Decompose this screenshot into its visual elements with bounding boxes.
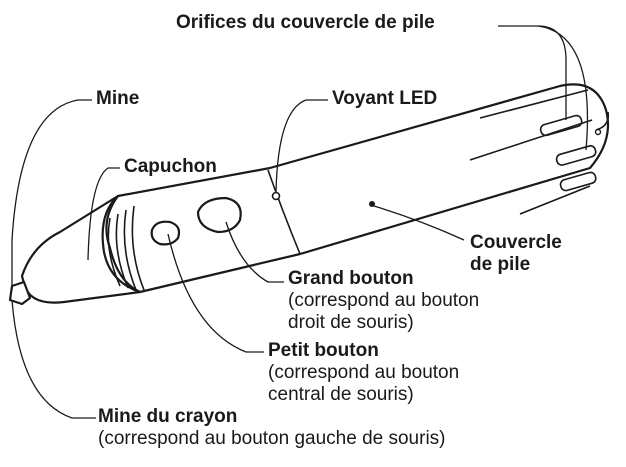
label-battery-holes-text: Orifices du couvercle de pile [176,12,435,33]
pen-illustration [8,83,610,306]
label-big-button-desc-line1: (correspond au bouton [288,289,480,311]
leader-led [275,99,328,193]
label-led-text: Voyant LED [332,88,438,109]
battery-hole [555,145,597,166]
label-cap: Capuchon [124,156,217,178]
leader-small-button [167,233,264,353]
leader-battery-holes [537,25,589,151]
big-button-shape [196,196,242,234]
grip-ring [107,217,121,287]
label-lead: Mine [96,88,139,110]
label-big-button-title: Grand bouton [288,268,414,289]
label-battery-cover: Couvercle de pile [470,232,562,276]
leader-lines [11,25,589,419]
led-indicator [271,191,281,201]
leader-big-button [225,221,284,283]
label-pen-tip-desc: (correspond au bouton gauche de souris) [98,427,446,449]
label-battery-cover-line1: Couvercle [470,232,562,253]
pen-barrel [105,83,610,294]
battery-cover-line [519,185,591,215]
leader-pen-tip [11,299,96,419]
pen-tip-shape [8,280,32,306]
leader-battery-cover [373,205,465,241]
grip-ring [131,205,145,291]
label-pen-tip-title: Mine du crayon [98,406,238,427]
battery-hole [539,114,583,137]
label-small-button-desc-line2: central de souris) [268,383,414,405]
label-pen-tip: Mine du crayon (correspond au bouton gau… [98,406,446,450]
label-big-button: Grand bouton (correspond au bouton droit… [288,268,479,334]
grip-ring [115,213,129,289]
label-battery-holes: Orifices du couvercle de pile [176,12,435,34]
label-small-button: Petit bouton (correspond au bouton centr… [268,340,459,406]
small-button-shape [150,220,181,246]
label-big-button-desc-line2: droit de souris) [288,311,414,333]
pen-front [20,194,142,304]
label-battery-cover-line2: de pile [470,253,531,275]
grip-ring [123,209,137,291]
leader-cap [87,167,120,261]
leader-lead [11,99,92,290]
battery-cover-dot [369,201,375,207]
label-cap-text: Capuchon [124,156,217,177]
battery-hole [559,171,597,192]
label-lead-text: Mine [96,88,140,109]
end-cap-dot [594,128,602,136]
label-small-button-desc-line1: (correspond au bouton [268,361,460,383]
battery-cover-line [479,89,589,119]
cap-seam [267,169,301,255]
label-small-button-title: Petit bouton [268,340,379,361]
label-led: Voyant LED [332,88,437,110]
battery-cover-groove [469,119,593,161]
